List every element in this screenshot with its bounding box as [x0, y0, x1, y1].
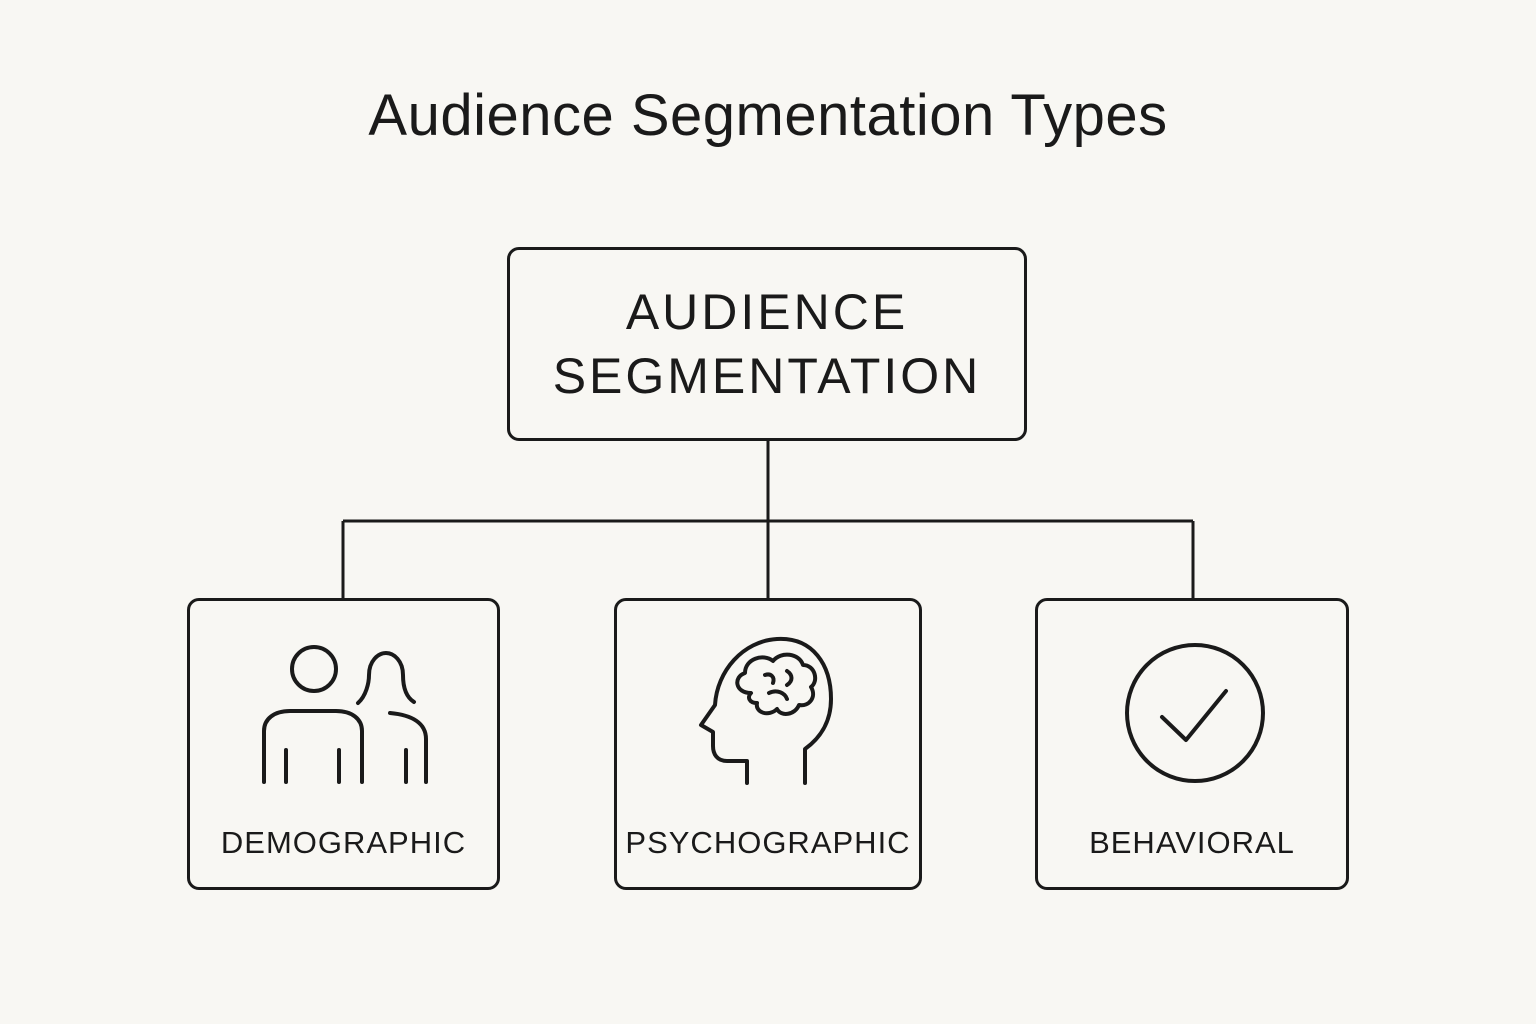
diagram-title: Audience Segmentation Types: [368, 83, 1168, 148]
root-node: AUDIENCE SEGMENTATION: [507, 247, 1027, 441]
check-circle-icon: [1125, 643, 1265, 783]
psychographic-label: PSYCHOGRAPHIC: [625, 825, 911, 860]
people-icon: [262, 645, 428, 784]
psychographic-node: PSYCHOGRAPHIC: [614, 598, 922, 890]
behavioral-node: BEHAVIORAL: [1035, 598, 1349, 890]
root-label-line-1: AUDIENCE: [625, 284, 909, 340]
root-label-line-2: SEGMENTATION: [552, 348, 982, 404]
head-brain-icon: [699, 636, 833, 785]
demographic-node: DEMOGRAPHIC: [187, 598, 500, 890]
behavioral-label: BEHAVIORAL: [1089, 825, 1295, 860]
demographic-label: DEMOGRAPHIC: [220, 825, 467, 860]
